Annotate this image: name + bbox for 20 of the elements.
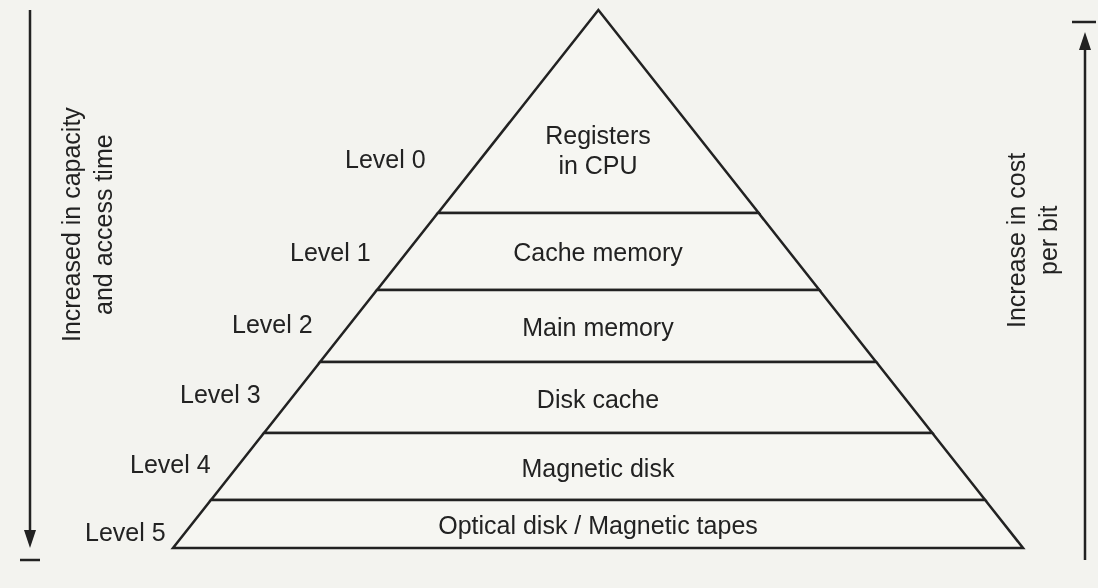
level-name: Registers in CPU [544,120,652,180]
level-number: Level 2 [232,310,313,339]
level-name: Magnetic disk [521,453,675,483]
level-number: Level 1 [290,238,371,267]
axis-label: Increased in capacity and access time [56,106,118,345]
level-number: Level 4 [130,450,211,479]
pyramid-level [210,433,986,500]
pyramid-level [172,500,1023,548]
level-name: Main memory [522,312,674,342]
level-number: Level 0 [345,145,426,174]
axis-label: Increase in cost per bit [1001,151,1063,330]
pyramid-level [376,213,820,290]
pyramid-level [319,290,877,362]
level-name: Cache memory [513,237,683,267]
pyramid-level [263,362,933,433]
pyramid-level [437,10,759,213]
level-name: Optical disk / Magnetic tapes [438,510,758,540]
level-number: Level 5 [85,518,166,547]
level-name: Disk cache [536,384,660,414]
level-number: Level 3 [180,380,261,409]
